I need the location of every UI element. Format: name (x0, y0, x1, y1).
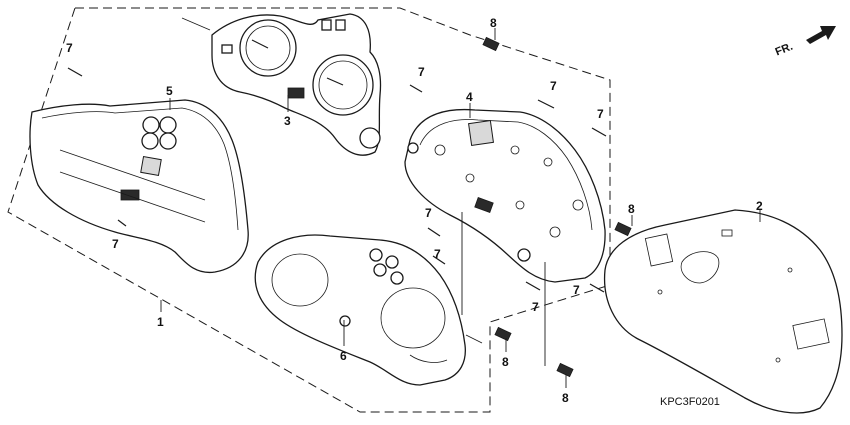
callout-label: 7 (66, 41, 73, 55)
callout-label: 2 (756, 199, 763, 213)
drawing-code: KPC3F0201 (660, 396, 720, 408)
callout-label: 7 (112, 237, 119, 251)
front-direction-arrow-icon (806, 26, 836, 44)
callout-label: 7 (418, 65, 425, 79)
callout-label: 7 (597, 107, 604, 121)
callout-label: 4 (466, 90, 473, 104)
direction-mark (181, 17, 483, 344)
part-5-meter-case (29, 99, 249, 274)
callout-label: 8 (490, 16, 497, 30)
part-4-meter-housing (404, 108, 606, 283)
callout-label: 8 (502, 355, 509, 369)
callout-label: 7 (573, 283, 580, 297)
callout-label: 3 (284, 114, 291, 128)
direction-label: FR. (774, 41, 795, 59)
callout-label: 7 (550, 79, 557, 93)
screw-7-icon (67, 67, 607, 293)
leader-lines (160, 28, 761, 388)
callout-label: 6 (340, 349, 347, 363)
callout-label: 8 (562, 391, 569, 405)
callout-label: 1 (157, 315, 164, 329)
part-2-rear-cover (603, 209, 843, 414)
callout-label: 7 (434, 247, 441, 261)
part-3-meter-assembly (211, 13, 382, 156)
callout-label: 7 (532, 300, 539, 314)
part-6-meter-cover (254, 234, 466, 386)
callout-label: 5 (166, 84, 173, 98)
assembly-boundary (7, 7, 611, 413)
callout-label: 8 (628, 202, 635, 216)
callout-label: 7 (425, 206, 432, 220)
bolt-8-icon (482, 36, 632, 378)
